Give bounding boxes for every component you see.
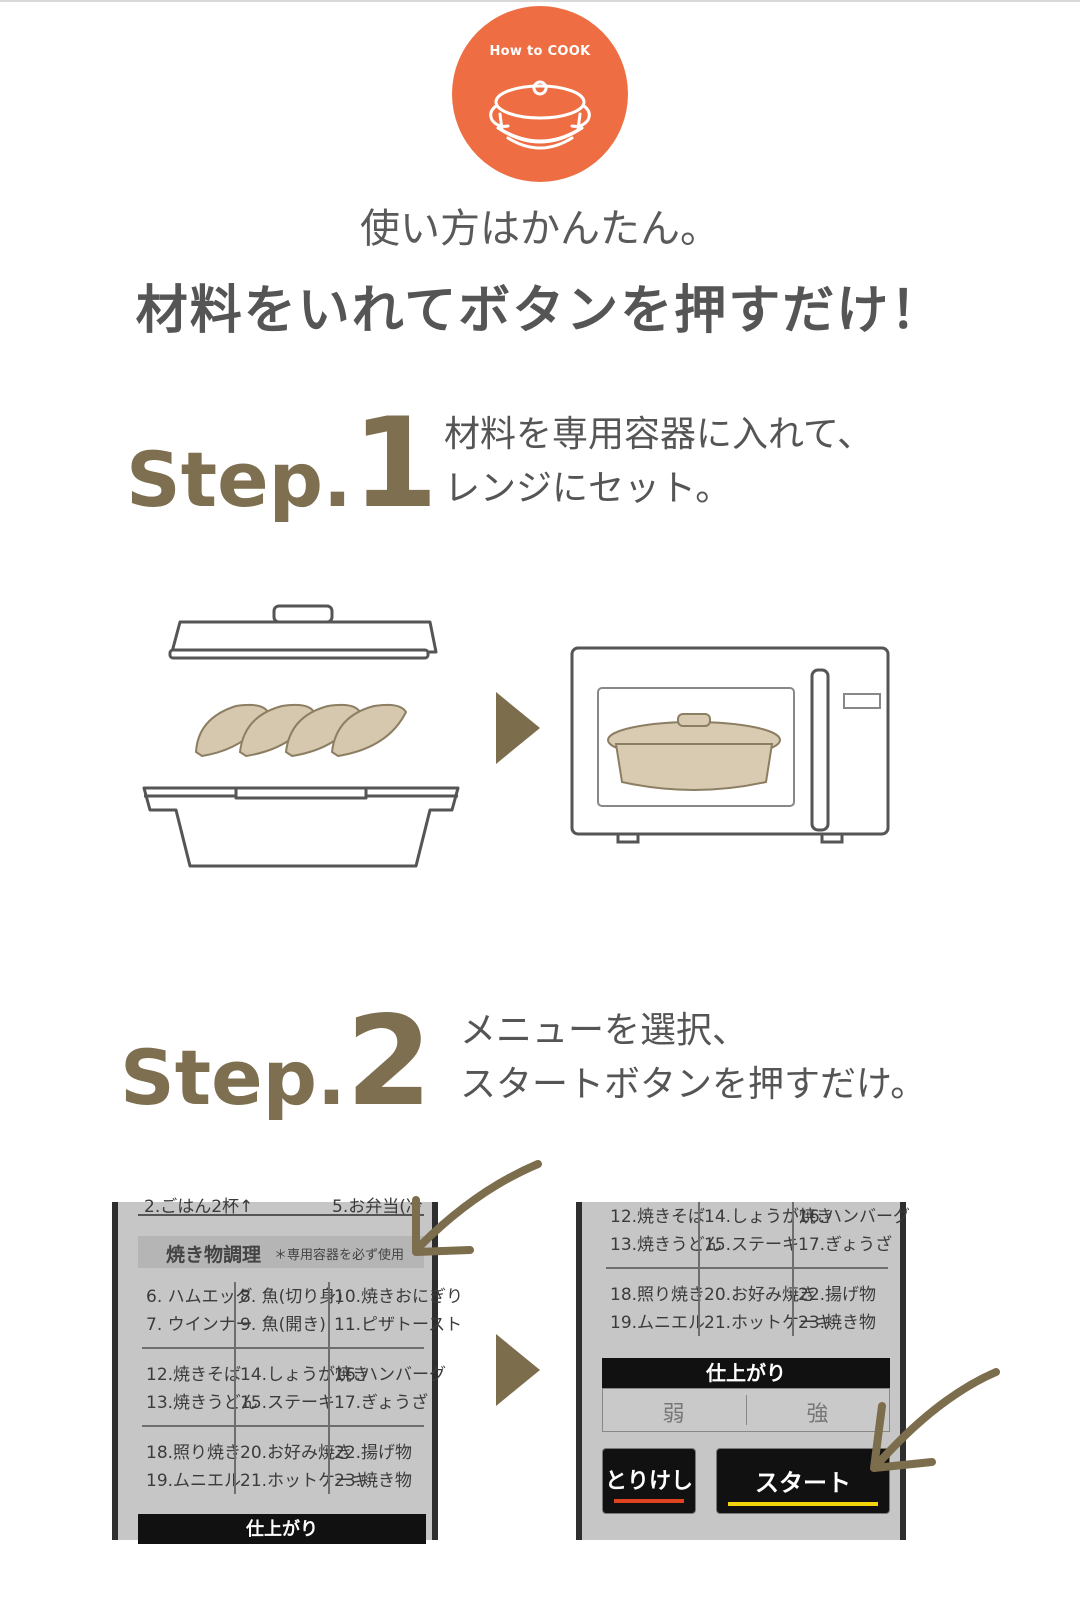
menu-item: 19.ムニエル — [610, 1313, 706, 1333]
step1-desc-line1: 材料を専用容器に入れて、 — [444, 414, 874, 455]
menu-item: 18.照り焼き — [610, 1285, 706, 1305]
menu-item: 10.焼きおにぎり — [334, 1287, 464, 1307]
menu-item: 15.ステーキ — [240, 1393, 336, 1413]
finish-bar: 仕上がり — [602, 1358, 890, 1388]
finish-options — [602, 1388, 890, 1432]
how-to-cook-badge: How to COOK — [452, 6, 628, 182]
finish-weak-option[interactable]: 弱 — [662, 1402, 685, 1427]
start-underline — [728, 1502, 878, 1506]
menu-group-divider — [142, 1425, 424, 1427]
menu-item: 23.焼き物 — [334, 1471, 413, 1491]
section-title: 焼き物調理 — [166, 1244, 262, 1266]
menu-item: 21.ホットケーキ — [240, 1471, 370, 1491]
menu-item: 7. ウインナー — [146, 1315, 253, 1335]
finish-strong-option[interactable]: 強 — [806, 1402, 829, 1427]
menu-item: 15.ステーキ — [704, 1235, 800, 1255]
menu-item: 20.お好み焼き — [704, 1285, 817, 1305]
menu-item: 6. ハムエッグ — [146, 1287, 253, 1307]
step2-description: メニューを選択、 スタートボタンを押すだけ。 — [460, 1004, 926, 1112]
menu-item: 9. 魚(開き) — [240, 1315, 326, 1335]
container-with-gyoza-illustration — [142, 604, 460, 868]
cancel-button-label: とりけし — [604, 1469, 693, 1494]
cancel-underline — [614, 1499, 684, 1503]
start-button-label: スタート — [755, 1469, 851, 1497]
menu-item: 8. 魚(切り身) — [240, 1287, 343, 1307]
top-divider — [0, 0, 1080, 2]
section-note: ＊専用容器を必ず使用 — [274, 1248, 405, 1263]
panel-frame-left — [112, 1202, 118, 1540]
menu-item: 21.ホットケーキ — [704, 1313, 834, 1333]
menu-item-partial: 5.お弁当(冷 — [332, 1197, 423, 1217]
menu-item: 17.ぎょうざ — [334, 1393, 429, 1413]
menu-item: 14.しょうが焼き — [704, 1207, 834, 1227]
menu-item: 16.ハンバーグ — [798, 1207, 911, 1227]
step2-desc-line2: スタートボタンを押すだけ。 — [460, 1064, 927, 1105]
arrow-right-icon — [496, 692, 540, 764]
headline-line2: 材料をいれてボタンを押すだけ！ — [135, 281, 945, 341]
menu-item: 14.しょうが焼き — [240, 1365, 370, 1385]
menu-group-divider — [606, 1267, 888, 1269]
menu-item: 18.照り焼き — [146, 1443, 242, 1463]
step1-description: 材料を専用容器に入れて、 レンジにセット。 — [444, 408, 873, 516]
step1-number: 1 — [351, 392, 439, 536]
menu-item: 20.お好み焼き — [240, 1443, 353, 1463]
menu-item: 11.ピザトースト — [334, 1315, 463, 1335]
panel-frame-right — [900, 1202, 906, 1540]
step2-number: 2 — [345, 990, 433, 1134]
panel-frame-right — [432, 1202, 438, 1540]
finish-bar: 仕上がり — [138, 1514, 426, 1544]
menu-item: 23.焼き物 — [798, 1313, 877, 1333]
start-button[interactable]: スタート — [716, 1448, 890, 1514]
menu-group-divider — [142, 1347, 424, 1349]
menu-column-divider — [792, 1202, 794, 1336]
panel-top-border — [138, 1202, 424, 1216]
menu-item: 16.ハンバーグ — [334, 1365, 447, 1385]
step1-label: Step.1 — [126, 392, 438, 536]
option-divider — [746, 1395, 747, 1425]
pointer-arrow-icon — [870, 1368, 1000, 1472]
menu-item: 17.ぎょうざ — [798, 1235, 893, 1255]
menu-item-partial: 2.ごはん2杯↑ — [144, 1197, 254, 1217]
menu-item: 13.焼きうどん — [610, 1235, 722, 1255]
arrow-right-icon — [496, 1334, 540, 1406]
pot-icon — [489, 80, 591, 150]
step2-desc-line1: メニューを選択、 — [460, 1010, 749, 1051]
pointer-arrow-icon — [412, 1160, 542, 1256]
step1-desc-line2: レンジにセット。 — [444, 468, 732, 509]
section-title-bar — [138, 1236, 424, 1268]
headline-line1: 使い方はかんたん。 — [360, 206, 720, 252]
menu-column-divider — [234, 1282, 236, 1494]
panel-frame-left — [576, 1202, 582, 1540]
microwave-illustration — [570, 646, 890, 844]
menu-panel-left: 2.ごはん2杯↑ 5.お弁当(冷 焼き物調理 ＊専用容器を必ず使用 6. ハムエ… — [112, 1197, 463, 1544]
menu-item: 22.揚げ物 — [798, 1285, 877, 1305]
badge-label: How to COOK — [489, 44, 591, 59]
menu-item: 12.焼きそば — [610, 1207, 706, 1227]
step2-label: Step.2 — [120, 990, 432, 1134]
menu-item: 12.焼きそば — [146, 1365, 242, 1385]
menu-item: 19.ムニエル — [146, 1471, 242, 1491]
menu-column-divider — [328, 1282, 330, 1494]
menu-item: 13.焼きうどん — [146, 1393, 258, 1413]
step2-word: Step. — [120, 1033, 346, 1122]
cancel-button[interactable]: とりけし — [602, 1448, 696, 1514]
step1-word: Step. — [126, 435, 352, 524]
menu-column-divider — [698, 1202, 700, 1336]
menu-item: 22.揚げ物 — [334, 1443, 413, 1463]
